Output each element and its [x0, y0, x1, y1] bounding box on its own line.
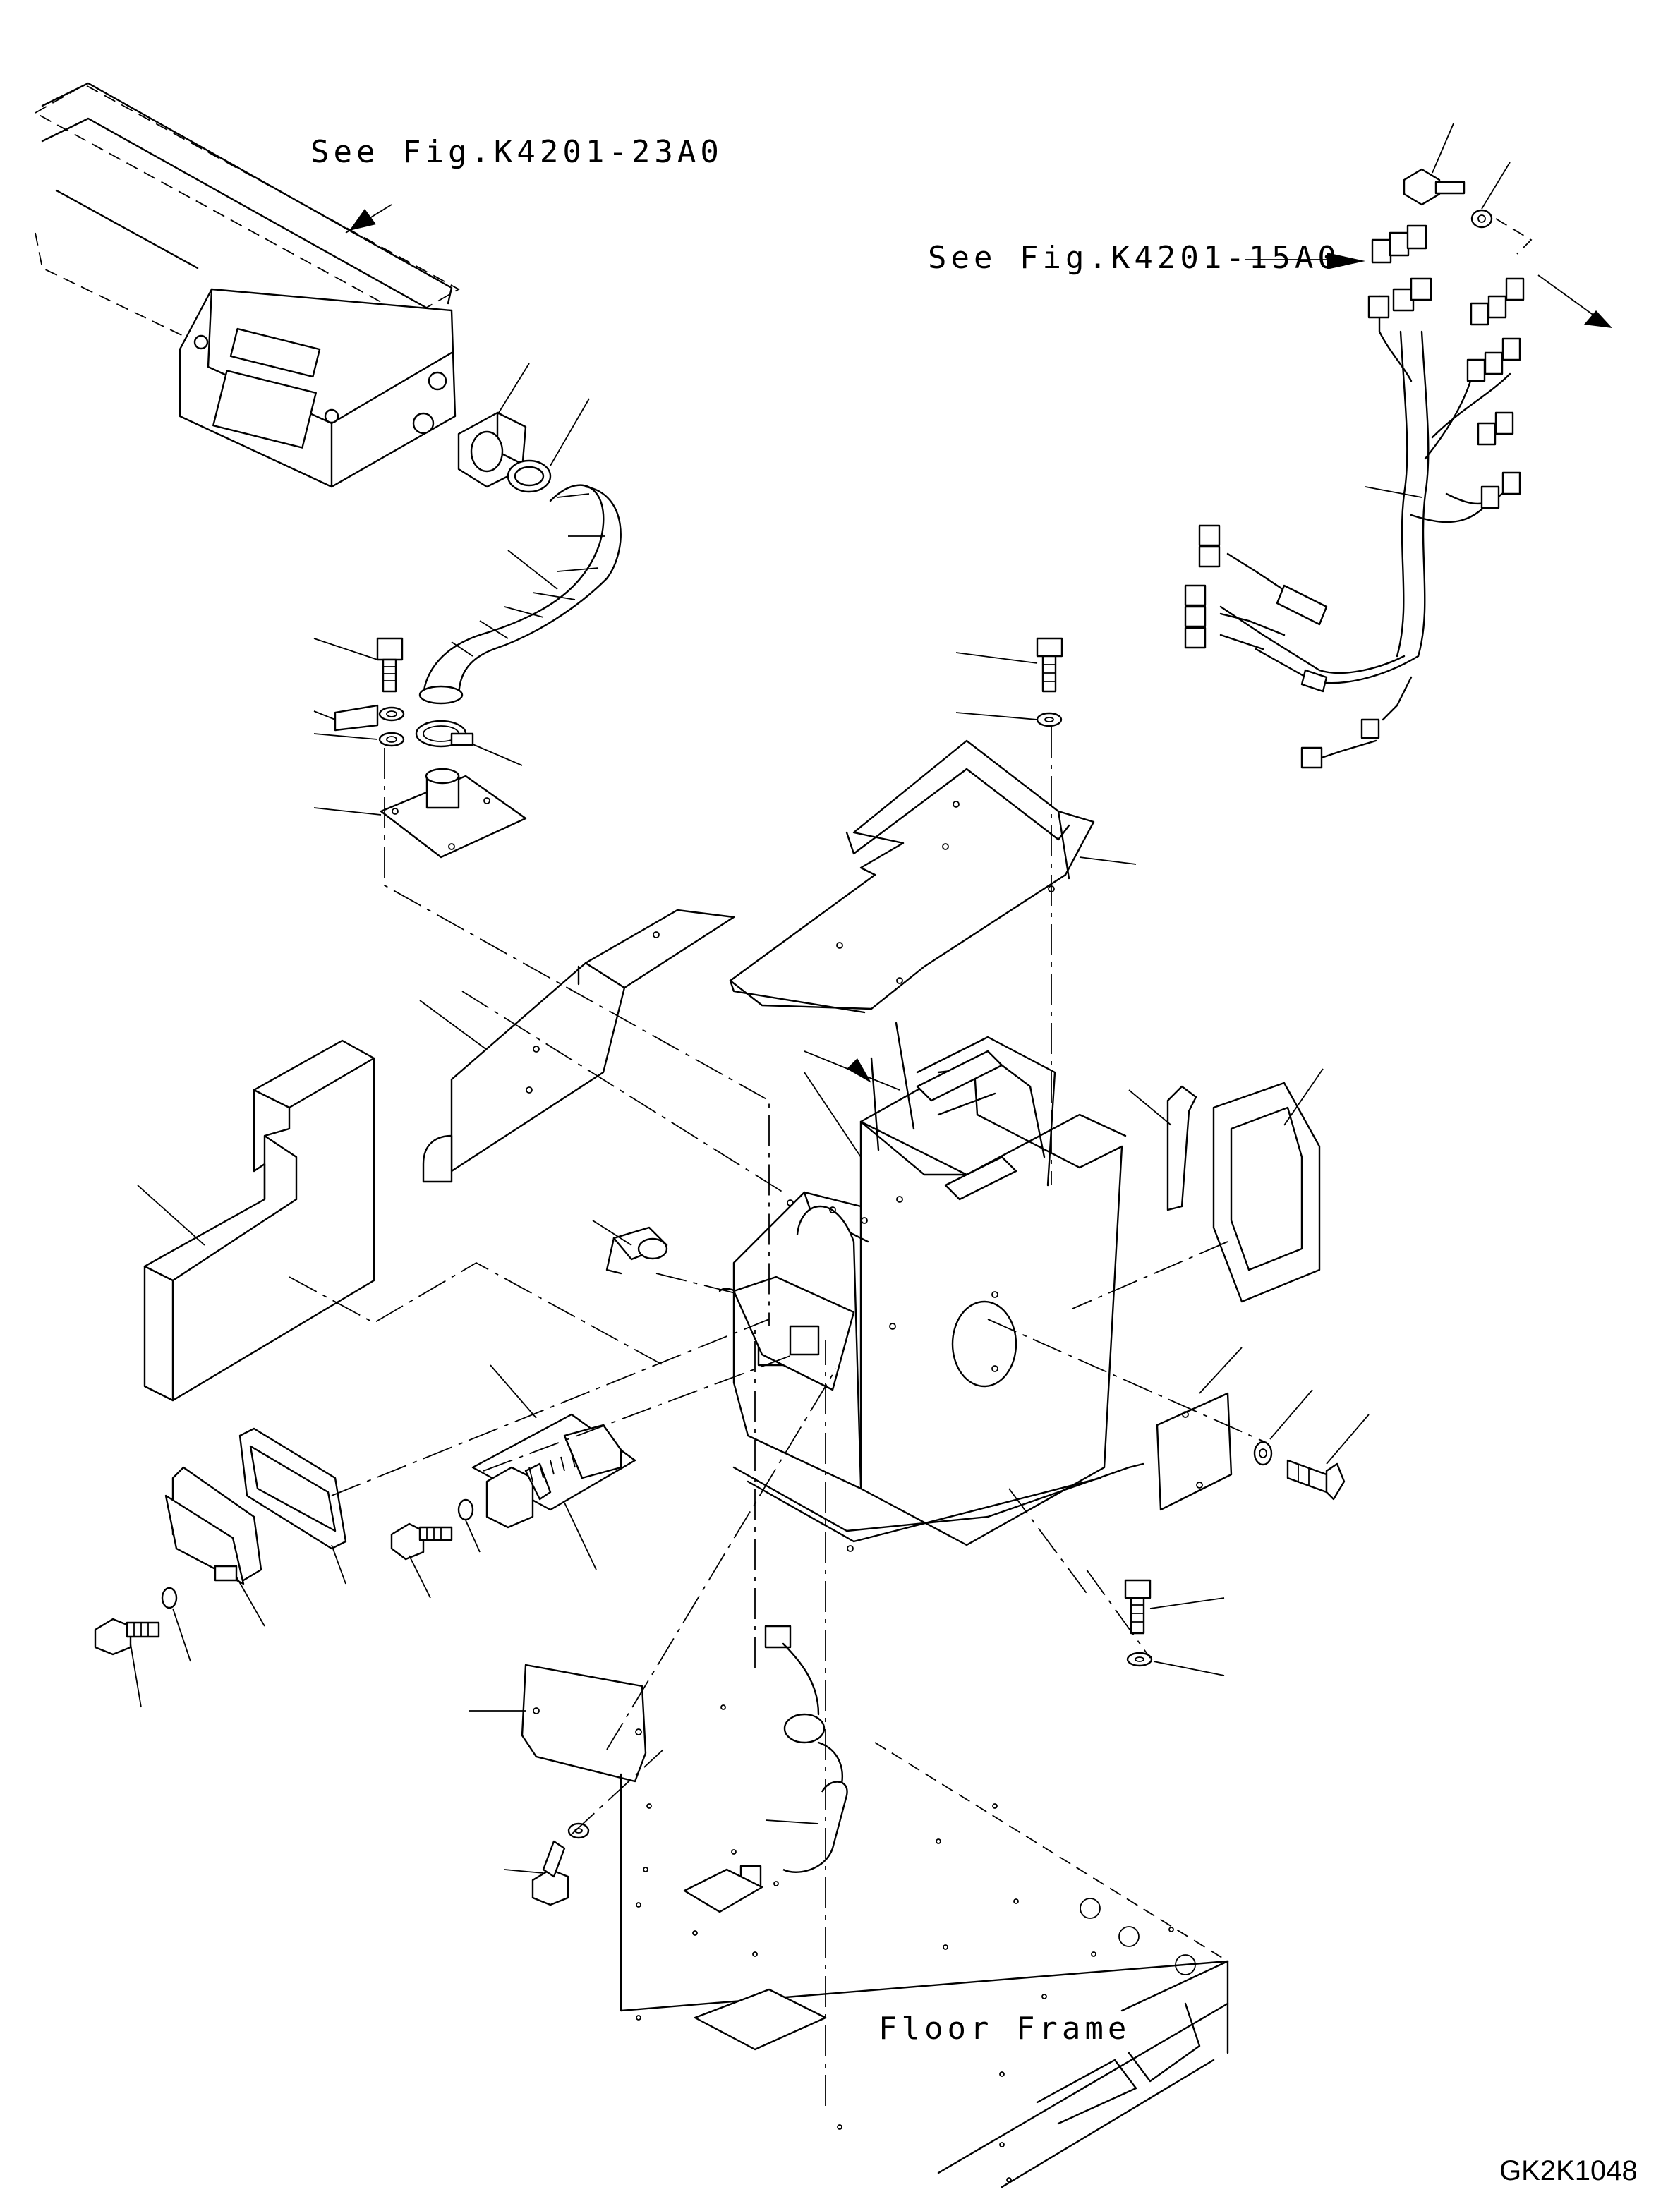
drawing-code: GK2K1048 [1499, 2155, 1638, 2186]
side-cover-plate [1156, 1347, 1243, 1511]
bolt-lower-right [1124, 1579, 1225, 1635]
washer-upper-left-a [334, 704, 405, 732]
reference-top-left: See Fig.K4201-23A0 [310, 134, 723, 170]
cover-plate-upper [729, 739, 1137, 1014]
console-assembly [34, 82, 460, 488]
assembly-lines [289, 727, 1267, 2106]
washer-upper-right [955, 712, 1063, 727]
flexible-duct-hose [418, 484, 622, 705]
seal-strip [1128, 1085, 1197, 1211]
insulation-block [137, 1039, 375, 1402]
bolt-lower-left [94, 1618, 160, 1708]
access-cover-plate [469, 1664, 647, 1783]
duct-flange-plate [313, 768, 527, 859]
frame-seal [1212, 1068, 1324, 1303]
washer-mid-left [457, 1498, 481, 1553]
wiring-harness [1184, 218, 1612, 769]
bolt-right [1286, 1414, 1370, 1501]
sensor-plug [592, 1220, 668, 1275]
washer-upper-left-b [313, 710, 405, 747]
relay-bracket [471, 1364, 636, 1570]
washer-lower-right [1126, 1652, 1225, 1676]
bolt-mid-left [390, 1522, 453, 1599]
reference-top-right: See Fig.K4201-15A0 [928, 240, 1341, 276]
side-plate-left [419, 909, 735, 1183]
floor-frame-label: Floor Frame [878, 2011, 1130, 2047]
hose-clamp-upper [507, 398, 590, 493]
bolt-upper-left [313, 637, 404, 693]
washer-lower-left [161, 1587, 191, 1662]
harness-bolt-top [1403, 123, 1466, 206]
work-lamp [164, 1466, 265, 1627]
bolt-lower [504, 1840, 569, 1906]
washer-lower [567, 1822, 590, 1839]
harness-washer-top [1470, 162, 1511, 229]
ground-cable [739, 1625, 848, 1889]
hose-clamp-lower [415, 720, 523, 766]
main-control-box [718, 1022, 1144, 1552]
lamp-gasket [238, 1427, 347, 1585]
washer-right [1253, 1389, 1313, 1466]
floor-frame [620, 1704, 1229, 2188]
bolt-upper-right [955, 637, 1063, 693]
